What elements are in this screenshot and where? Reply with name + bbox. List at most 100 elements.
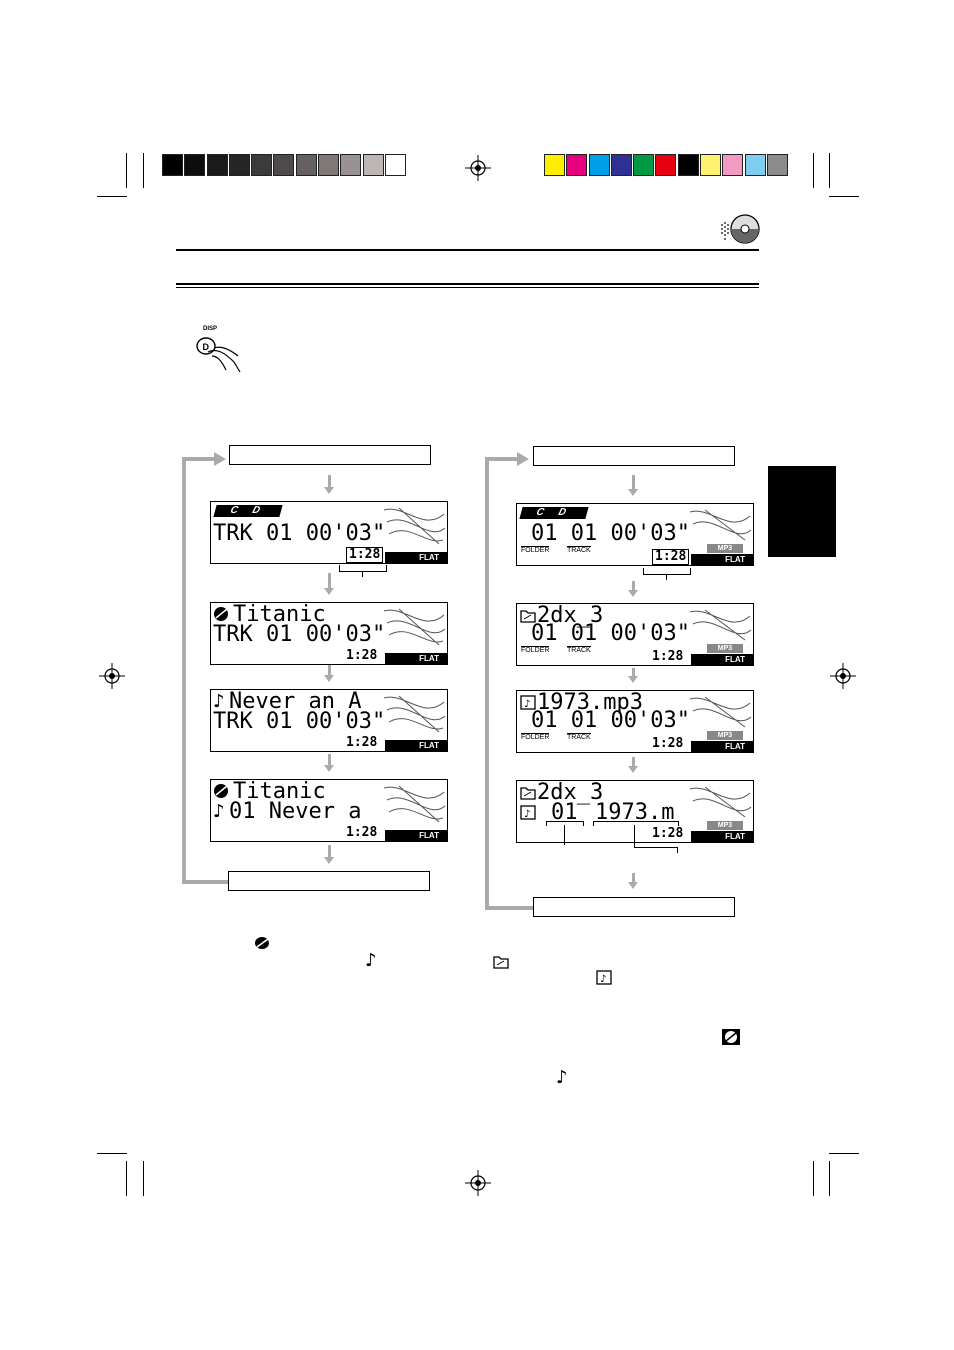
lcd-line-1: 2dx_3 bbox=[537, 780, 604, 805]
flow-end-box bbox=[533, 897, 735, 917]
header-rule bbox=[176, 249, 759, 251]
disc-title-icon bbox=[214, 784, 228, 798]
svg-text:DISP: DISP bbox=[203, 326, 217, 332]
play-time: 1:28 bbox=[346, 735, 378, 750]
flow-arrowhead bbox=[214, 452, 226, 466]
section-tab bbox=[768, 466, 836, 557]
color-swatch bbox=[722, 154, 744, 176]
color-swatch bbox=[744, 154, 766, 176]
flow-arrow-shaft bbox=[328, 573, 331, 589]
folder-label: FOLDER bbox=[521, 733, 550, 741]
lcd-line-2: 01 01 00'03" bbox=[531, 621, 690, 646]
swirl-graphic-icon bbox=[383, 785, 446, 823]
crop-mark bbox=[143, 153, 144, 188]
crop-mark bbox=[143, 1161, 144, 1196]
flow-return-line bbox=[182, 458, 186, 884]
crop-mark bbox=[813, 153, 814, 188]
lcd-line-2: 01 01 00'03" bbox=[531, 521, 690, 546]
color-swatch bbox=[228, 154, 250, 176]
flow-arrowhead bbox=[324, 487, 334, 494]
filename-bracket bbox=[593, 821, 679, 826]
bracket-tick bbox=[634, 825, 635, 847]
flow-arrowhead bbox=[628, 676, 638, 683]
cd-badge: C D bbox=[519, 507, 589, 519]
swirl-graphic-icon bbox=[689, 696, 752, 728]
header-rule bbox=[176, 283, 759, 285]
flow-arrow-shaft bbox=[328, 845, 331, 858]
flow-arrow-shaft bbox=[632, 668, 635, 677]
disc-inverted-icon bbox=[722, 1029, 740, 1045]
flow-arrowhead bbox=[324, 765, 334, 772]
lcd-line-1: 2dx_3 bbox=[537, 603, 604, 628]
color-swatch bbox=[766, 154, 788, 176]
flow-arrow-shaft bbox=[632, 581, 635, 591]
flow-arrowhead bbox=[628, 590, 638, 597]
color-swatch bbox=[362, 154, 384, 176]
folder-label: FOLDER bbox=[521, 646, 550, 654]
color-swatch bbox=[677, 154, 699, 176]
bracket-tick bbox=[677, 847, 678, 853]
flow-return-line bbox=[485, 906, 533, 910]
file-icon: ♪ bbox=[596, 970, 612, 985]
color-swatch bbox=[588, 154, 610, 176]
flow-return-line bbox=[485, 457, 521, 461]
eq-indicator: FLAT bbox=[691, 831, 753, 842]
registration-target-icon bbox=[465, 1170, 491, 1196]
flow-arrow-shaft bbox=[328, 754, 331, 766]
music-note-icon: ♪ bbox=[213, 691, 225, 712]
flow-arrowhead bbox=[324, 857, 334, 864]
grayscale-bar bbox=[162, 154, 407, 176]
crop-mark bbox=[97, 1153, 127, 1154]
color-swatch bbox=[544, 154, 565, 176]
bracket-tick bbox=[666, 574, 667, 580]
crop-mark bbox=[97, 196, 127, 197]
color-swatch bbox=[610, 154, 632, 176]
svg-text:♪: ♪ bbox=[524, 809, 530, 820]
lcd-display-cd-4: Titanic ♪ 01 Never a 1:28 FLAT bbox=[210, 779, 448, 842]
lcd-line-2: TRK 01 00'03" bbox=[213, 622, 386, 647]
flow-start-box bbox=[229, 445, 431, 465]
eq-indicator: FLAT bbox=[385, 740, 447, 751]
music-note-icon: ♪ bbox=[213, 801, 225, 822]
play-time: 1:28 bbox=[652, 736, 684, 751]
flow-arrow-shaft bbox=[328, 475, 331, 488]
color-swatch bbox=[633, 154, 655, 176]
format-indicator: MP3 bbox=[707, 544, 743, 553]
play-time: 1:28 bbox=[652, 826, 684, 841]
track-label: TRACK bbox=[567, 646, 591, 654]
flow-arrowhead bbox=[324, 675, 334, 682]
disp-button-hand-icon: DISP D bbox=[196, 326, 241, 373]
lcd-display-mp3-1: C D 01 01 00'03" FOLDER TRACK 1:28 MP3 F… bbox=[516, 503, 754, 566]
lcd-line-2: TRK 01 00'03" bbox=[213, 709, 386, 734]
folder-label: FOLDER bbox=[521, 546, 550, 554]
file-icon: ♪ bbox=[520, 805, 536, 820]
lcd-display-mp3-4: 2dx_3 ♪ 01 1973.m 1:28 MP3 FLAT bbox=[516, 780, 754, 843]
flow-arrow-shaft bbox=[632, 475, 635, 490]
cd-disc-icon bbox=[721, 214, 760, 244]
color-swatch bbox=[318, 154, 340, 176]
color-swatch bbox=[162, 154, 183, 176]
color-swatch bbox=[251, 154, 273, 176]
folder-icon bbox=[493, 956, 509, 969]
eq-indicator: FLAT bbox=[385, 830, 447, 841]
track-label: TRACK bbox=[567, 546, 591, 554]
flow-start-box bbox=[533, 446, 735, 466]
swirl-graphic-icon bbox=[689, 786, 752, 818]
music-note-icon: ♪ bbox=[365, 950, 377, 971]
play-time: 1:28 bbox=[346, 547, 384, 563]
folder-icon bbox=[520, 787, 536, 800]
lcd-display-cd-1: C D TRK 01 00'03" 1:28 FLAT bbox=[210, 501, 448, 564]
flow-end-box bbox=[228, 871, 430, 891]
music-note-icon: ♪ bbox=[556, 1067, 568, 1088]
folder-bracket bbox=[546, 821, 584, 826]
cd-badge: C D bbox=[213, 505, 283, 517]
swirl-graphic-icon bbox=[383, 695, 446, 733]
crop-mark bbox=[829, 196, 859, 197]
lcd-line-1: Titanic bbox=[233, 779, 326, 804]
eq-indicator: FLAT bbox=[691, 654, 753, 665]
crop-mark bbox=[829, 1161, 830, 1196]
flow-arrowhead bbox=[517, 452, 529, 466]
svg-text:♪: ♪ bbox=[524, 699, 530, 710]
crop-mark bbox=[829, 153, 830, 188]
disc-title-icon bbox=[255, 937, 269, 949]
